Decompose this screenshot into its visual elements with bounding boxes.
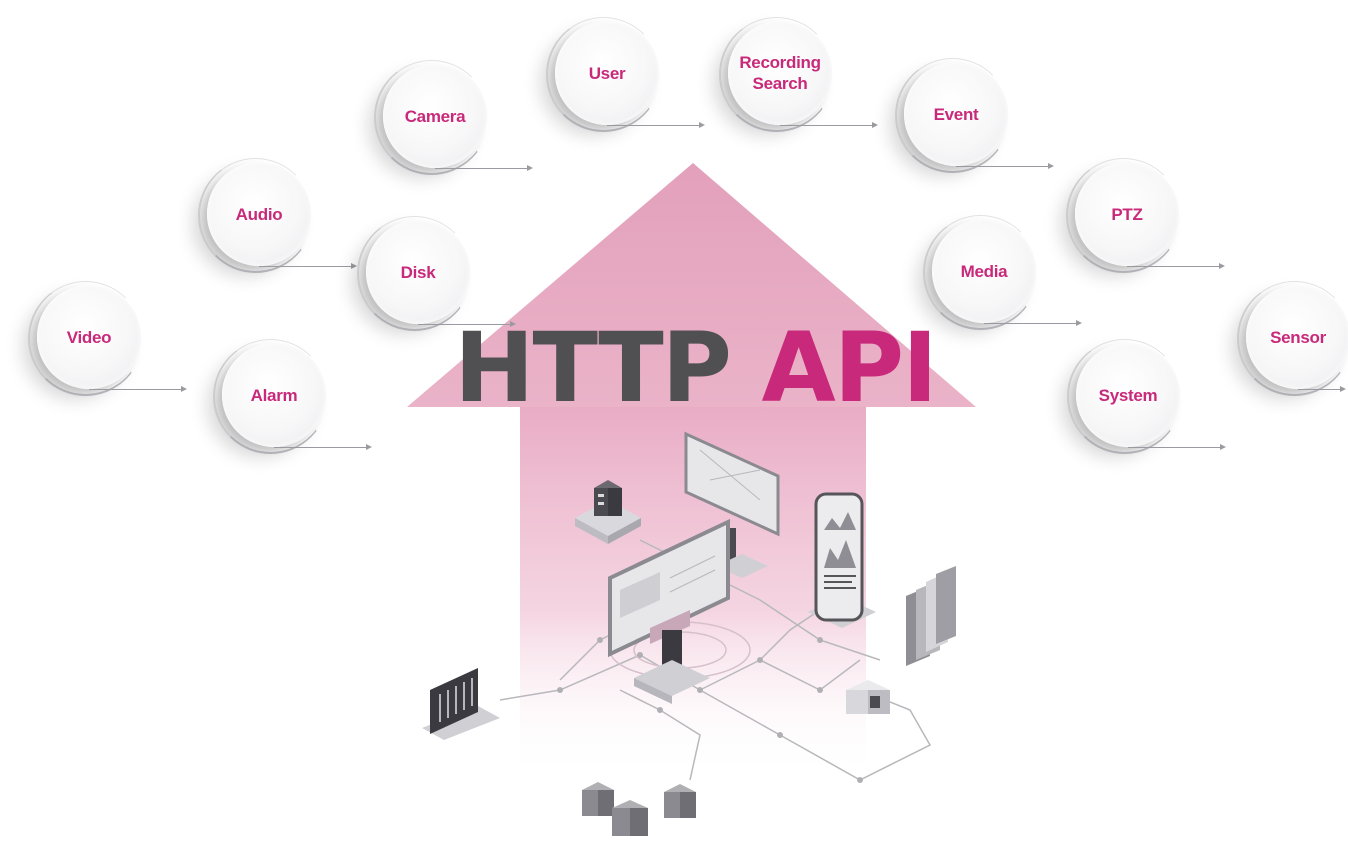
node-label: User (588, 63, 626, 83)
node-recording-search: Recording Search (719, 17, 878, 132)
node-alarm: Alarm (213, 339, 372, 454)
title-part-api: API (761, 312, 937, 424)
node-label: Media (960, 261, 1008, 281)
connector-arrow-icon (956, 163, 1054, 169)
mixer-icon (422, 668, 500, 740)
node-label: System (1098, 385, 1158, 405)
node-event: Event (895, 58, 1054, 173)
connector-arrow-icon (1128, 444, 1226, 450)
node-sensor: Sensor (1237, 281, 1348, 396)
node-label: Video (66, 327, 112, 347)
node-disk: Disk (357, 216, 516, 331)
node-label: PTZ (1111, 204, 1143, 224)
connector-arrow-icon (780, 122, 878, 128)
title-part-http: HTTP (454, 312, 732, 424)
diagram-title: HTTP API (440, 318, 950, 418)
node-ptz: PTZ (1066, 158, 1225, 273)
connector-arrow-icon (607, 122, 705, 128)
node-label: Disk (400, 262, 436, 282)
node-label: Alarm (250, 385, 298, 405)
connector-arrow-icon (274, 444, 372, 450)
node-user: User (546, 17, 705, 132)
node-audio: Audio (198, 158, 357, 273)
connector-arrow-icon (259, 263, 357, 269)
io-box-icon (846, 680, 890, 714)
connector-arrow-icon (418, 321, 516, 327)
smartphone-icon (808, 492, 876, 628)
connector-arrow-icon (435, 165, 533, 171)
node-camera: Camera (374, 60, 533, 175)
connector-arrow-icon (984, 320, 1082, 326)
arrow-head (407, 163, 976, 407)
node-video: Video (28, 281, 187, 396)
node-label: Sensor (1270, 327, 1326, 347)
monitor-icon (608, 518, 730, 704)
storage-icon (906, 566, 956, 666)
connector-arrow-icon (89, 386, 187, 392)
node-label: Camera (404, 106, 466, 126)
camera-box-icon (582, 782, 696, 836)
server-icon (575, 480, 641, 544)
node-media: Media (923, 215, 1082, 330)
node-system: System (1067, 339, 1226, 454)
node-label: Audio (235, 204, 283, 224)
connector-arrow-icon (1298, 386, 1346, 392)
node-label: Event (933, 104, 979, 124)
connector-arrow-icon (1127, 263, 1225, 269)
node-label: Recording Search (739, 53, 821, 93)
